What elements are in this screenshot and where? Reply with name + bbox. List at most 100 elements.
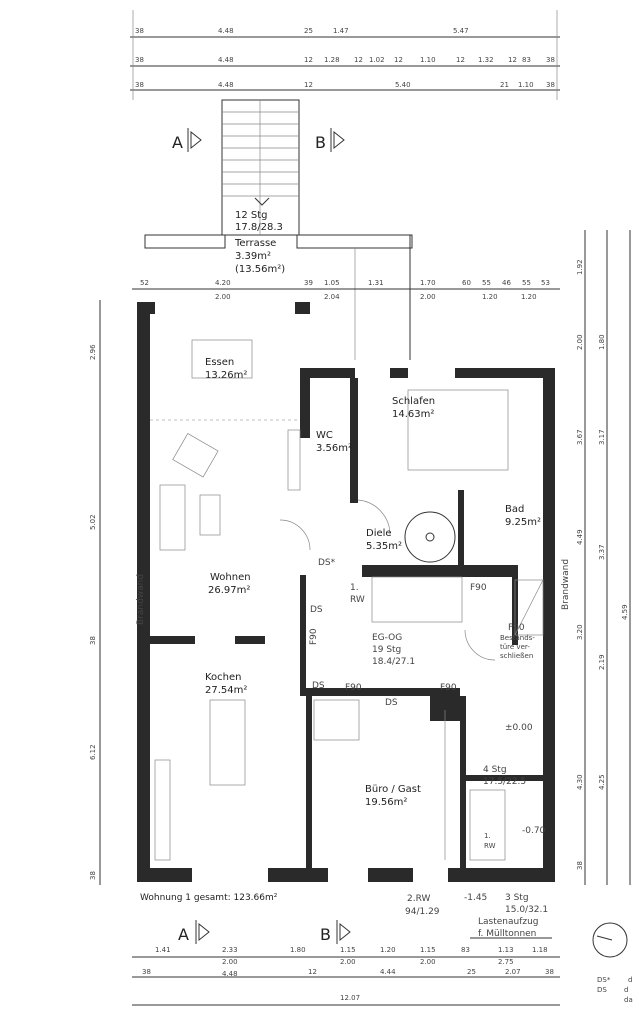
dim: 5.40 <box>395 81 411 89</box>
room-area-buero: 19.56m² <box>365 797 407 808</box>
dim: 2.00 <box>576 334 584 350</box>
ds-label: DS <box>310 605 323 615</box>
room-name-kochen: Kochen <box>205 672 242 683</box>
brandwand-label-left: Brandwand <box>136 574 146 625</box>
room-name-essen: Essen <box>205 357 234 368</box>
dim: 1.18 <box>532 946 548 954</box>
dim: 2.07 <box>505 968 521 976</box>
room-name-buero: Büro / Gast <box>365 784 421 795</box>
section-markers-bottom: A B <box>178 920 351 944</box>
dim: 4.59 <box>621 604 629 620</box>
dim: 38 <box>89 871 97 880</box>
stair-ratio: 17.5/22.5 <box>483 777 526 787</box>
dim: 4.44 <box>380 968 396 976</box>
walls <box>137 302 555 882</box>
ds-label: DS <box>385 698 398 708</box>
door-note: schließen <box>500 652 533 660</box>
room-area-terrasse-total: (13.56m²) <box>235 264 285 275</box>
room-area-bad: 9.25m² <box>505 517 541 528</box>
terrace-stair-ratio: 17.8/28.3 <box>235 222 283 233</box>
room-area-terrasse: 3.39m² <box>235 251 271 262</box>
dim: 1.31 <box>368 279 384 287</box>
legend: DS* DS d d da <box>592 922 633 1004</box>
top-dimensions: 38 4.48 25 1.47 5.47 38 4.48 12 1.28 12 … <box>130 10 560 100</box>
stair-ratio: 15.0/32.1 <box>505 905 548 915</box>
dim: 2.00 <box>420 958 436 966</box>
room-labels: Essen 13.26m² Wohnen 26.97m² Kochen 27.5… <box>205 357 541 808</box>
room-area-wohnen: 26.97m² <box>208 585 250 596</box>
dim: 38 <box>576 861 584 870</box>
dim: 4.48 <box>218 81 234 89</box>
room-name-schlafen: Schlafen <box>392 396 435 407</box>
dim: 12 <box>304 56 313 64</box>
dim: 83 <box>522 56 531 64</box>
stair-count: 19 Stg <box>372 645 401 655</box>
section-b-label: B <box>320 925 331 944</box>
lift-label: f. Mülltonnen <box>478 929 536 939</box>
dim: 12 <box>508 56 517 64</box>
dim: 38 <box>545 968 554 976</box>
rw-label: 2.RW <box>407 894 430 904</box>
legend-label: d <box>628 976 632 984</box>
dim: 60 <box>462 279 471 287</box>
dim: 83 <box>461 946 470 954</box>
dim: 1.02 <box>369 56 385 64</box>
dim: 4.49 <box>576 529 584 545</box>
dim: 25 <box>304 27 313 35</box>
room-name-wohnen: Wohnen <box>210 572 251 583</box>
dim: 1.70 <box>420 279 436 287</box>
dim: 4.48 <box>218 56 234 64</box>
total-area: Wohnung 1 gesamt: 123.66m² <box>140 893 278 903</box>
rw-label: RW <box>484 842 496 850</box>
dim: 4.48 <box>222 970 238 978</box>
dim: 53 <box>541 279 550 287</box>
dim: 21 <box>500 81 509 89</box>
room-area-diele: 5.35m² <box>366 541 402 552</box>
stair-ratio: 18.4/27.1 <box>372 657 415 667</box>
dim: 2.00 <box>340 958 356 966</box>
dim: 2.19 <box>598 654 606 670</box>
dim: 2.04 <box>324 293 340 301</box>
dim: 1.13 <box>498 946 514 954</box>
dim: 3.37 <box>598 544 606 560</box>
ds-label: DS* <box>318 558 336 568</box>
dim: 1.47 <box>333 27 349 35</box>
dim: 1.80 <box>290 946 306 954</box>
smoke-detector-symbol <box>592 922 628 958</box>
stair-count: 4 Stg <box>483 765 507 775</box>
dim: 38 <box>142 968 151 976</box>
f90-label: F90 <box>470 583 487 593</box>
dim: 1.32 <box>478 56 494 64</box>
door-note: F90 <box>508 623 525 633</box>
dim: 4.48 <box>218 27 234 35</box>
room-name-diele: Diele <box>366 528 392 539</box>
f90-label: F90 <box>345 683 362 693</box>
legend-label: DS* <box>597 976 611 984</box>
dim: 12 <box>304 81 313 89</box>
room-area-wc: 3.56m² <box>316 443 352 454</box>
dim: 3.17 <box>598 429 606 445</box>
dim: 12 <box>354 56 363 64</box>
ds-label: DS <box>312 681 325 691</box>
dim: 1.15 <box>340 946 356 954</box>
rw-label: RW <box>350 595 365 605</box>
dim: 2.00 <box>222 958 238 966</box>
dim: 38 <box>135 81 144 89</box>
dim: 55 <box>482 279 491 287</box>
legend-label: DS <box>597 986 607 994</box>
level-label: -1.45 <box>464 893 487 903</box>
brandwand-label-right: Brandwand <box>561 559 571 610</box>
dim: 1.28 <box>324 56 340 64</box>
room-area-kochen: 27.54m² <box>205 685 247 696</box>
dim: 5.02 <box>89 514 97 530</box>
legend-label: d <box>624 986 628 994</box>
annotations: EG-OG 19 Stg 18.4/27.1 1. RW DS* DS DS D… <box>136 558 571 939</box>
dim: 2.96 <box>89 344 97 360</box>
dim: 4.25 <box>598 774 606 790</box>
terrace-stair-count: 12 Stg <box>235 210 268 221</box>
dim: 2.00 <box>420 293 436 301</box>
terrace-stair: 12 Stg 17.8/28.3 Terrasse 3.39m² (13.56m… <box>144 99 413 360</box>
dim: 4.20 <box>215 279 231 287</box>
bottom-dimensions: 1.41 2.33 2.00 1.80 1.15 2.00 1.20 1.15 … <box>132 946 560 1006</box>
